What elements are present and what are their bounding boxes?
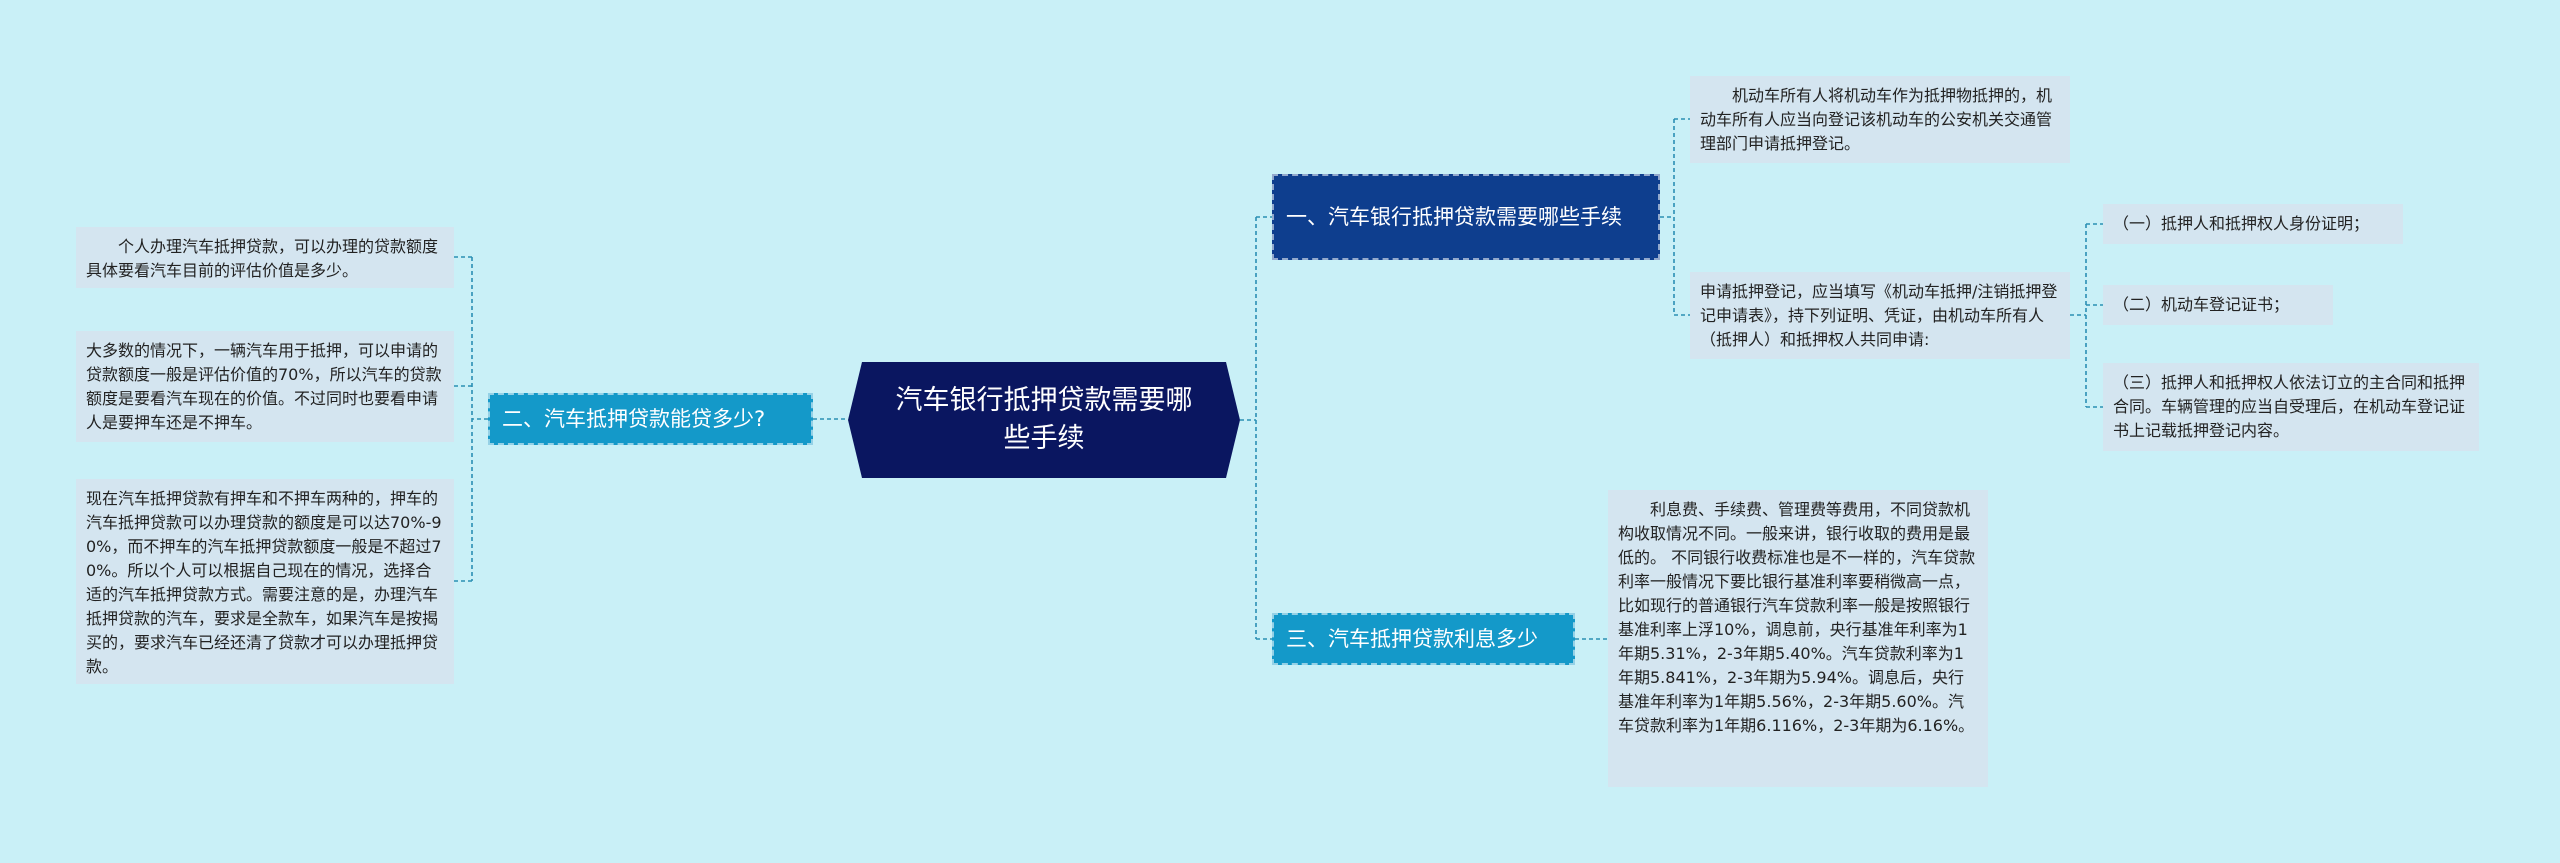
leaf-registration-certificate-text: （二）机动车登记证书； [2113,295,2290,314]
leaf-identity-proof-text: （一）抵押人和抵押权人身份证明； [2113,214,2370,233]
leaf-loan-amount-intro[interactable]: 个人办理汽车抵押贷款，可以办理的贷款额度具体要看汽车目前的评估价值是多少。 [76,227,454,288]
leaf-application-form[interactable]: 申请抵押登记，应当填写《机动车抵押/注销抵押登记申请表》，持下列证明、凭证，由机… [1690,272,2070,359]
leaf-interest-rates[interactable]: 利息费、手续费、管理费等费用，不同贷款机构收取情况不同。一般来讲，银行收取的费用… [1608,490,1988,787]
leaf-loan-amount-ratio[interactable]: 大多数的情况下，一辆汽车用于抵押，可以申请的贷款额度一般是评估价值的70%，所以… [76,331,454,442]
root-topic-label: 汽车银行抵押贷款需要哪些手续 [895,385,1193,454]
leaf-loan-amount-types[interactable]: 现在汽车抵押贷款有押车和不押车两种的，押车的汽车抵押贷款可以办理贷款的额度是可以… [76,479,454,684]
root-topic[interactable]: 汽车银行抵押贷款需要哪些手续 [848,362,1240,478]
leaf-mortgage-contract[interactable]: （三）抵押人和抵押权人依法订立的主合同和抵押合同。车辆管理的应当自受理后，在机动… [2103,363,2479,451]
leaf-registration-application[interactable]: 机动车所有人将机动车作为抵押物抵押的，机动车所有人应当向登记该机动车的公安机关交… [1690,76,2070,163]
branch-loan-interest[interactable]: 三、汽车抵押贷款利息多少 [1272,613,1575,665]
branch-loan-amount-label: 二、汽车抵押贷款能贷多少? [502,407,766,431]
branch-procedures-label: 一、汽车银行抵押贷款需要哪些手续 [1286,205,1622,229]
leaf-identity-proof[interactable]: （一）抵押人和抵押权人身份证明； [2103,204,2403,244]
branch-loan-interest-label: 三、汽车抵押贷款利息多少 [1286,627,1538,651]
branch-loan-amount[interactable]: 二、汽车抵押贷款能贷多少? [488,393,813,445]
leaf-registration-certificate[interactable]: （二）机动车登记证书； [2103,285,2333,325]
branch-procedures[interactable]: 一、汽车银行抵押贷款需要哪些手续 [1272,174,1660,260]
